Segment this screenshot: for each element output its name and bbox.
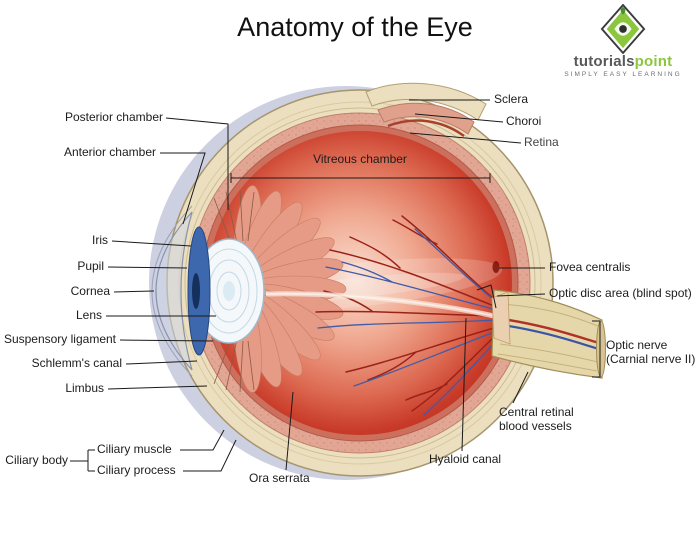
- label-posterior-chamber: Posterior chamber: [64, 110, 163, 124]
- cornea: [151, 205, 193, 377]
- label-central-retinal-line1: Central retinal: [499, 405, 574, 419]
- label-choroid: Choroi: [506, 114, 542, 128]
- label-hyaloid-canal: Hyaloid canal: [429, 452, 502, 466]
- label-optic-nerve-line1: Optic nerve: [606, 338, 668, 352]
- label-schlemms-canal: Schlemm's canal: [31, 356, 122, 370]
- label-lens: Lens: [75, 308, 102, 322]
- optic-disc: [491, 291, 511, 345]
- label-optic-nerve: Optic nerve (Carnial nerve II): [606, 338, 695, 366]
- label-central-retinal-vessels: Central retinal blood vessels: [499, 405, 574, 433]
- label-ciliary-muscle: Ciliary muscle: [97, 442, 172, 456]
- fovea-spot: [492, 261, 500, 273]
- label-ora-serrata: Ora serrata: [249, 471, 310, 485]
- label-optic-nerve-line2: (Carnial nerve II): [606, 352, 696, 366]
- blood-vessels: [315, 215, 499, 416]
- lens: [193, 238, 265, 344]
- logo-brand-green: point: [634, 53, 673, 70]
- label-ciliary-process: Ciliary process: [97, 463, 176, 477]
- label-pupil: Pupil: [77, 259, 104, 273]
- pupil: [192, 273, 200, 309]
- label-vitreous-chamber: Vitreous chamber: [313, 152, 407, 166]
- suspensory-ligament-fibres: [213, 189, 255, 393]
- hyaloid-canal-streak: [265, 291, 495, 319]
- logo-brand-gray: tutorials: [573, 53, 635, 70]
- label-fovea-centralis: Fovea centralis: [549, 260, 631, 274]
- logo-brand: tutorialspoint: [552, 54, 694, 69]
- label-ciliary-body: Ciliary body: [5, 453, 68, 467]
- cutaway-flaps: [365, 82, 487, 138]
- leader-lines: [70, 99, 601, 472]
- label-anterior-chamber: Anterior chamber: [63, 145, 156, 159]
- tutorialspoint-logo: tutorialspoint SIMPLY EASY LEARNING: [552, 4, 694, 78]
- label-retina: Retina: [524, 135, 559, 149]
- label-central-retinal-line2: blood vessels: [499, 419, 572, 433]
- label-limbus: Limbus: [65, 381, 104, 395]
- logo-tagline: SIMPLY EASY LEARNING: [564, 71, 682, 78]
- iris: [187, 226, 211, 356]
- label-sclera: Sclera: [494, 92, 529, 106]
- label-cornea: Cornea: [70, 284, 110, 298]
- tutorialspoint-icon: [600, 4, 646, 54]
- label-iris: Iris: [92, 233, 108, 247]
- optic-nerve: [491, 289, 606, 379]
- label-optic-disc: Optic disc area (blind spot): [549, 286, 692, 300]
- label-suspensory-ligament: Suspensory ligament: [3, 332, 116, 346]
- page-title: Anatomy of the Eye: [237, 12, 473, 42]
